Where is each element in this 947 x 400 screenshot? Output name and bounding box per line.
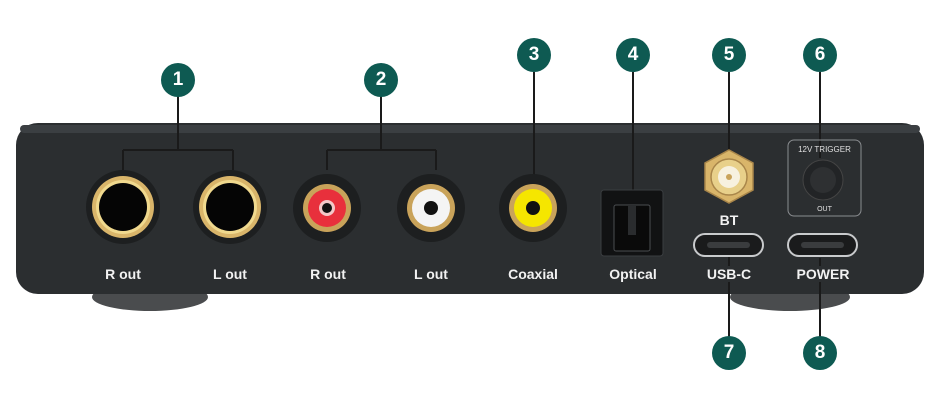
callout-badge-6: 6 [803, 38, 837, 72]
usbc-port [693, 233, 764, 257]
jack-1-l [193, 170, 267, 244]
callout-badge-7: 7 [712, 336, 746, 370]
callout-badge-2: 2 [364, 63, 398, 97]
callout-badge-8: 8 [803, 336, 837, 370]
jack-1-r [86, 170, 160, 244]
optical-port [600, 189, 664, 257]
rca-white-jack [397, 174, 465, 242]
power-port [787, 233, 858, 257]
callout-badge-5: 5 [712, 38, 746, 72]
label-xlr-r-out: R out [105, 266, 141, 282]
label-xlr-l-out: L out [213, 266, 247, 282]
leader-lines [122, 72, 821, 338]
label-optical: Optical [609, 266, 657, 282]
callout-badge-4: 4 [616, 38, 650, 72]
rca-red-jack [293, 174, 361, 242]
callout-badge-1: 1 [161, 63, 195, 97]
label-bt: BT [719, 212, 739, 228]
label-rca-l-out: L out [414, 266, 448, 282]
label-usbc: USB-C [684, 266, 774, 282]
label-trigger-out: OUT [817, 206, 832, 213]
label-12v-trigger: 12V TRIGGER [798, 145, 851, 154]
label-power: POWER [778, 266, 868, 282]
label-rca-r-out: R out [310, 266, 346, 282]
bt-antenna-connector [704, 149, 754, 204]
coaxial-jack [499, 174, 567, 242]
callout-badge-3: 3 [517, 38, 551, 72]
trigger-panel [787, 139, 862, 217]
device-top-edge [20, 125, 920, 133]
label-coaxial: Coaxial [508, 266, 558, 282]
